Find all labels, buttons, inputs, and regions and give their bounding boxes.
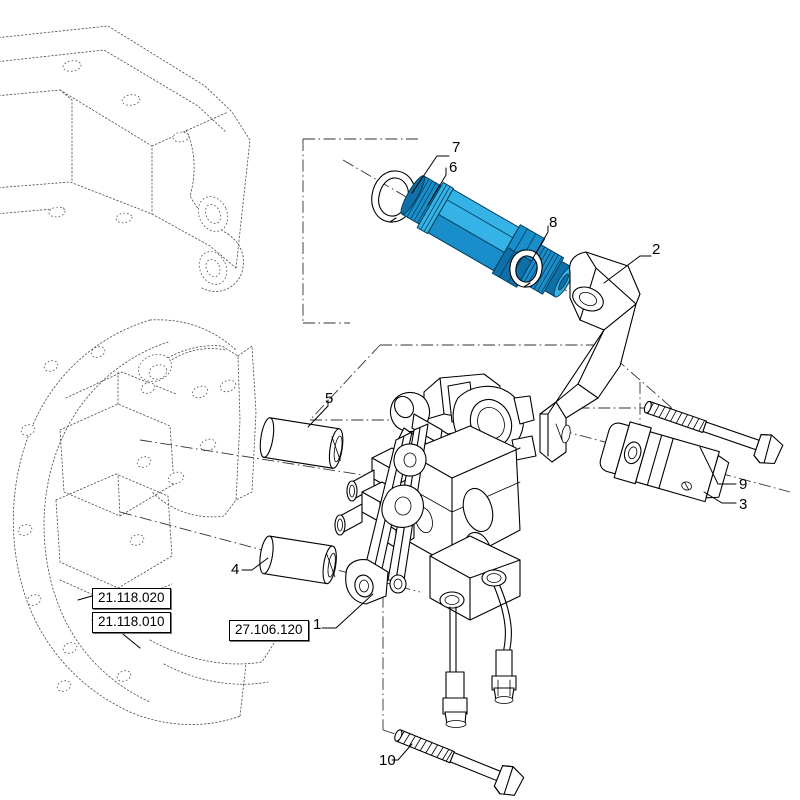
part-8-retaining-ring-small — [509, 249, 543, 288]
wire-harness — [442, 585, 517, 728]
callout-1: 1 — [313, 616, 322, 633]
part-9-hex-bolt-long-upper — [643, 400, 784, 465]
callout-2: 2 — [652, 241, 661, 258]
part-3-cylindrical-spacer — [599, 421, 730, 503]
part-6-check-valve-cartridge — [400, 175, 574, 298]
part-10-hex-bolt-long-lower — [394, 729, 525, 796]
callout-10: 10 — [379, 752, 396, 769]
ref-box-27-106-120[interactable]: 27.106.120 — [229, 620, 309, 641]
callout-4: 4 — [231, 561, 240, 578]
part-2-mounting-bracket — [539, 251, 641, 463]
part-4-bushing-lower — [259, 535, 337, 585]
callout-8: 8 — [549, 214, 558, 231]
callout-7: 7 — [452, 139, 461, 156]
part-5-bushing-upper — [259, 417, 344, 469]
transmission-housing-context — [0, 25, 277, 725]
part-1-valve-manifold-assembly — [334, 373, 537, 621]
callout-6: 6 — [449, 159, 458, 176]
callout-9: 9 — [739, 476, 748, 493]
ref-box-21-118-010[interactable]: 21.118.010 — [92, 612, 171, 633]
callout-5: 5 — [325, 390, 334, 407]
callout-3: 3 — [739, 496, 748, 513]
ref-box-21-118-020[interactable]: 21.118.020 — [92, 588, 171, 609]
